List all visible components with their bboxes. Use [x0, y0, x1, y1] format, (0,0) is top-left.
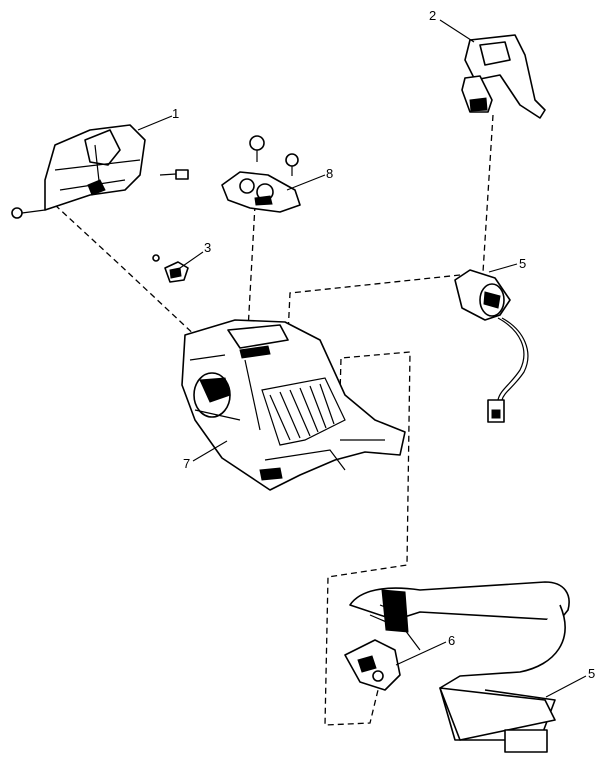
part-2-cover	[461, 34, 546, 119]
part-8-assembly	[221, 135, 301, 213]
callout-3: 3	[204, 240, 211, 255]
leader-3	[179, 251, 204, 269]
part-7-chassis	[181, 319, 406, 491]
callout-1: 1	[172, 106, 179, 121]
leader-8	[286, 174, 326, 191]
callout-2: 2	[429, 8, 436, 23]
guide-line-motor-to-chassis	[287, 274, 461, 336]
leader-7	[192, 440, 228, 462]
part-5-ribbon-cable	[349, 581, 570, 753]
part-1-bracket	[11, 124, 189, 219]
leader-2	[439, 19, 475, 43]
leader-lines	[137, 19, 587, 698]
guide-line-part1-to-chassis	[54, 204, 231, 391]
leader-5-upper	[488, 263, 518, 273]
callout-5-upper: 5	[519, 256, 526, 271]
leader-6	[395, 641, 447, 666]
guide-line-chassis-to-cable	[324, 351, 411, 726]
callout-8: 8	[326, 166, 333, 181]
part-3-clip	[152, 254, 189, 283]
callout-6: 6	[448, 633, 455, 648]
callout-5-lower: 5	[588, 666, 595, 681]
guide-line-part2-to-motor	[482, 114, 494, 273]
assembly-guide-lines	[54, 114, 494, 726]
leader-5-lower	[545, 675, 587, 698]
callout-labels: 1 2 3 5 7 8 6 5	[172, 8, 595, 681]
guide-line-part8-to-chassis	[247, 204, 256, 331]
part-6-connector	[344, 639, 401, 691]
leader-1	[137, 115, 173, 131]
callout-7: 7	[183, 456, 190, 471]
part-5-motor	[454, 269, 529, 423]
